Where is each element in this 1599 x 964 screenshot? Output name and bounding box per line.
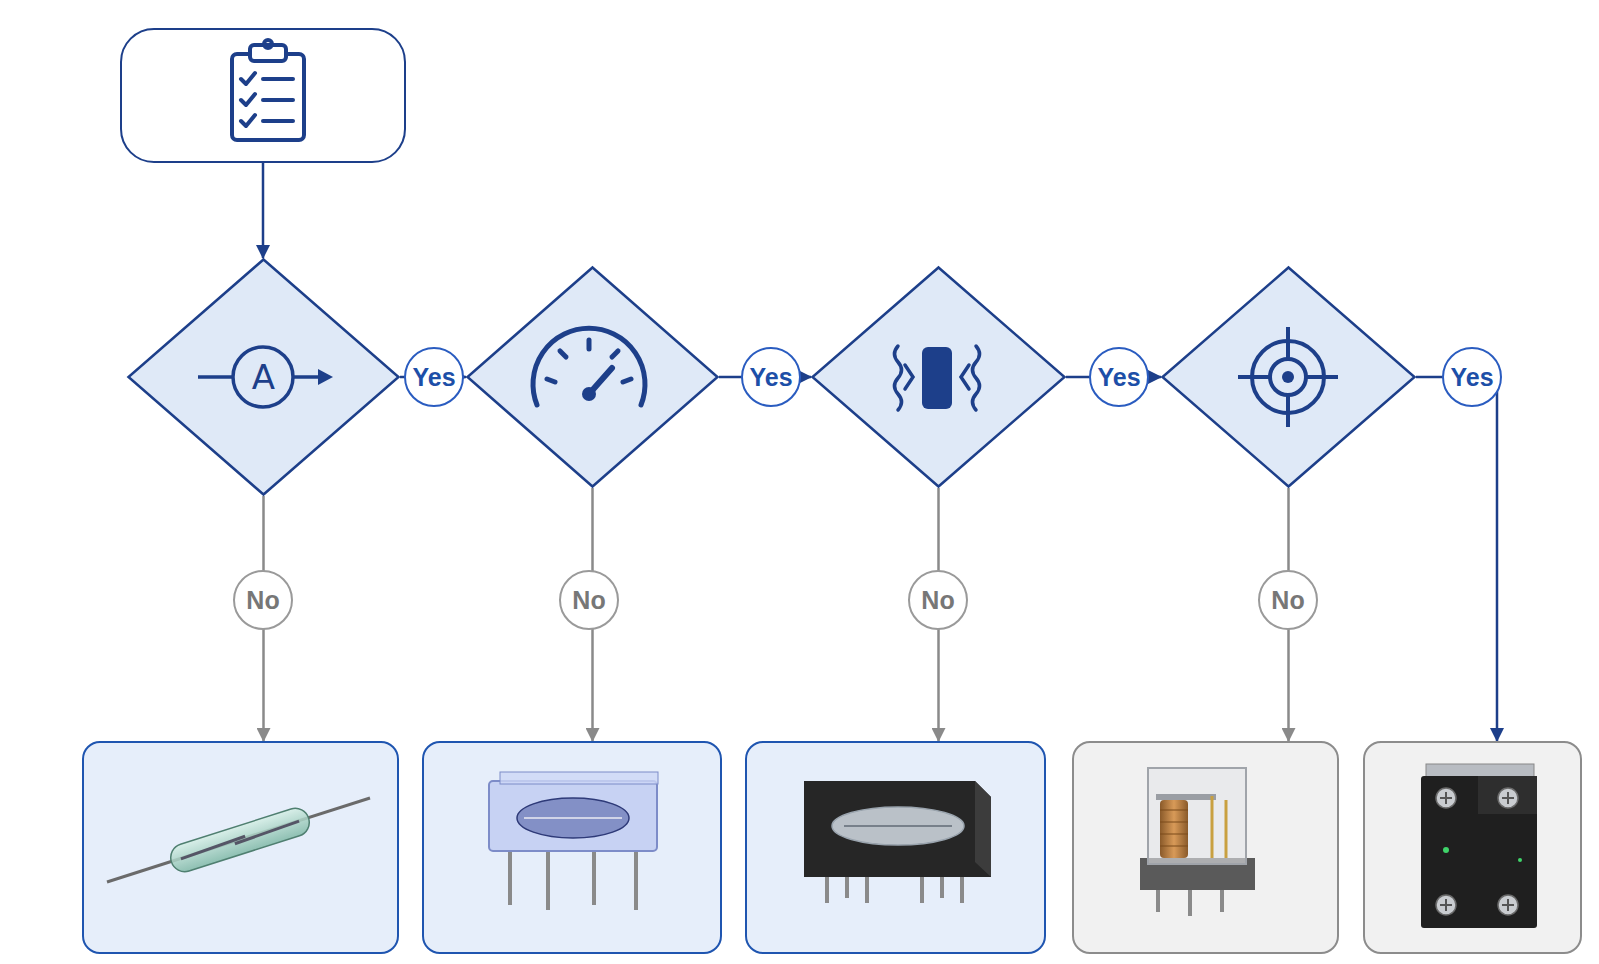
- decision-diamond: [466, 266, 719, 488]
- decision-diamond: [811, 266, 1066, 488]
- branch-circle: Yes: [741, 347, 801, 407]
- branch-circle: No: [908, 570, 968, 630]
- branch-circle: Yes: [1442, 347, 1502, 407]
- target-icon: [1238, 327, 1338, 427]
- branch-label: No: [246, 586, 279, 615]
- result-box: [745, 741, 1046, 954]
- symbol-letter: A: [252, 360, 275, 394]
- result-box: [422, 741, 722, 954]
- branch-label: Yes: [1450, 363, 1493, 392]
- branch-circle: Yes: [404, 347, 464, 407]
- result-box: [1363, 741, 1582, 954]
- power-relay-picture: [1140, 768, 1255, 916]
- branch-label: Yes: [1097, 363, 1140, 392]
- branch-label: No: [1271, 586, 1304, 615]
- result-box: [82, 741, 399, 954]
- decision-diamond: A: [127, 258, 400, 496]
- branch-circle: No: [1258, 570, 1318, 630]
- decision-diamond: [1161, 266, 1416, 488]
- branch-label: Yes: [749, 363, 792, 392]
- vibration-icon: [895, 346, 980, 410]
- reed-relay-picture: [489, 772, 658, 910]
- diamond-outline: [466, 266, 719, 488]
- clipboard-icon: [232, 40, 304, 140]
- diamond-outline: [1161, 266, 1416, 488]
- branch-label: Yes: [412, 363, 455, 392]
- branch-label: No: [921, 586, 954, 615]
- result-box: [1072, 741, 1339, 954]
- flow-arrow: [262, 163, 265, 258]
- gauge-icon: [533, 328, 645, 405]
- branch-circle: No: [233, 570, 293, 630]
- branch-circle: Yes: [1089, 347, 1149, 407]
- ammeter-icon: [198, 347, 333, 407]
- branch-label: No: [572, 586, 605, 615]
- solid-state-relay-picture: [1421, 764, 1537, 928]
- sealed-reed-relay-picture: [804, 781, 991, 903]
- reed-switch-picture: [107, 798, 370, 882]
- diamond-outline: [811, 266, 1066, 488]
- flow-arrow: [1416, 377, 1497, 741]
- branch-circle: No: [559, 570, 619, 630]
- start-box: [120, 28, 406, 163]
